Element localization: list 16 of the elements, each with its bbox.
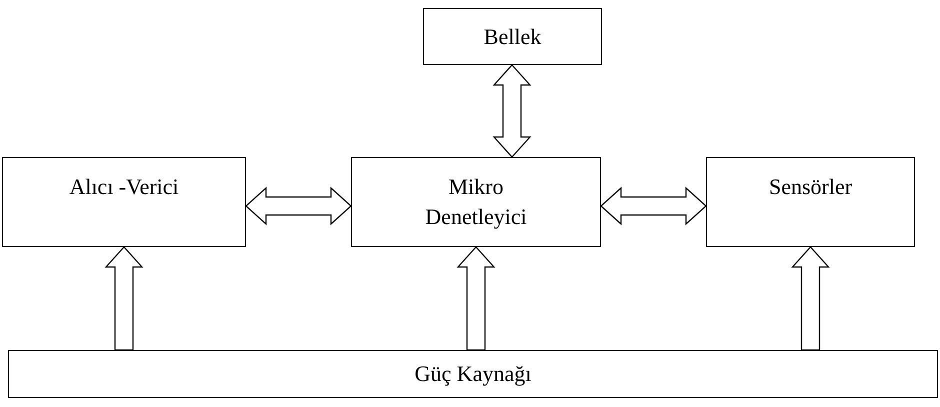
hollow-arrow [791, 246, 830, 351]
process-box [8, 350, 938, 398]
process-box [706, 157, 915, 247]
box-label: Sensörler [768, 173, 852, 201]
hollow-arrow [104, 246, 144, 351]
box-label: Alıcı -Verici [69, 173, 179, 201]
box-label: Bellek [484, 22, 542, 50]
hollow-arrow [456, 246, 496, 351]
box-label: Güç Kaynağı [414, 360, 532, 388]
hollow-arrow [492, 64, 532, 158]
process-box [2, 157, 246, 247]
hollow-arrow [600, 186, 707, 226]
process-box [351, 157, 601, 247]
box-label: Mikro Denetleyici [424, 173, 528, 231]
hollow-arrow [245, 186, 352, 226]
process-box [423, 8, 602, 65]
